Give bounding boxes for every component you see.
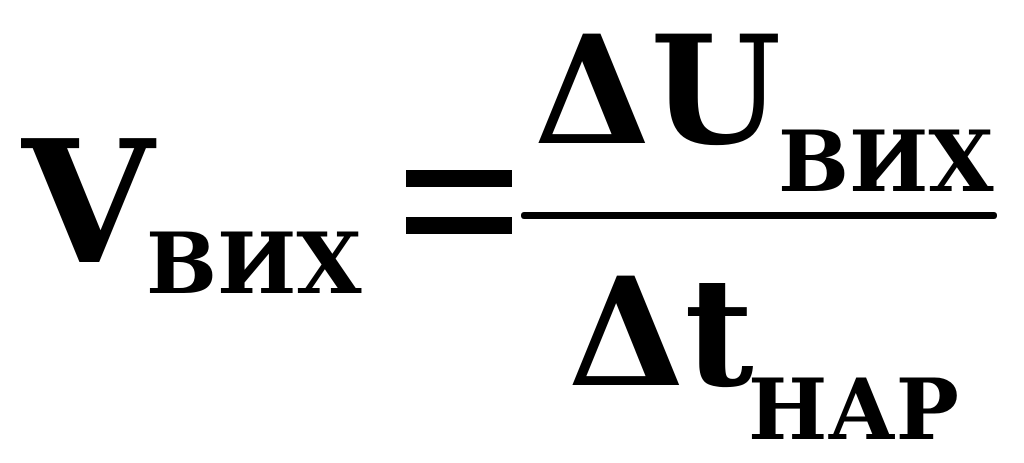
equals-sign bbox=[406, 170, 512, 234]
denominator-subscript: НАР bbox=[748, 360, 959, 459]
fraction-bar bbox=[521, 212, 997, 219]
numerator-symbol: ΔU bbox=[534, 3, 782, 179]
lhs-symbol: V bbox=[22, 103, 154, 303]
lhs-subscript: ВИХ bbox=[146, 214, 362, 313]
numerator-subscript: ВИХ bbox=[778, 112, 994, 211]
equals-bar-bottom bbox=[406, 217, 512, 234]
equals-bar-top bbox=[406, 170, 512, 187]
denominator-symbol: Δt bbox=[568, 245, 754, 421]
